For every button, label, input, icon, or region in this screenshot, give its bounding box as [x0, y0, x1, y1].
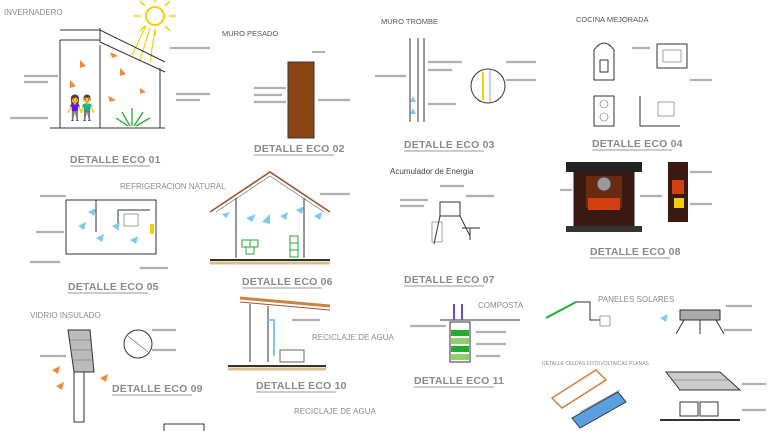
detail-eco11-compost: COMPOSTA DETALLE ECO 11	[410, 301, 524, 388]
compost-layers	[451, 330, 469, 360]
detail-eco06-ventilated-house: DETALLE ECO 06	[209, 171, 350, 289]
detail-eco09-insulated-glass: VIDRIO INSULADO DETALLE ECO 09	[30, 311, 203, 423]
title-eco10: DETALLE ECO 10	[256, 380, 347, 392]
title-eco11: DETALLE ECO 11	[414, 375, 504, 387]
label-invernadero: INVERNADERO	[4, 8, 63, 17]
solar-panels-detail: PANELES SOLARES DETALLE CELDAS FOTOVOLTA…	[542, 295, 766, 429]
title-eco04: DETALLE ECO 04	[592, 138, 683, 150]
title-eco03: DETALLE ECO 03	[404, 139, 495, 151]
label-refrigeracion-natural: REFRIGERACION NATURAL	[120, 182, 226, 191]
warm-air-arrows	[70, 52, 146, 102]
detail-eco04-improved-stove: COCINA MEJORADA DETALLE ECO 04	[576, 15, 712, 151]
title-eco02: DETALLE ECO 02	[254, 143, 345, 155]
label-muro-pesado: MURO PESADO	[222, 29, 278, 38]
person-icon: 👫	[66, 94, 96, 122]
detail-eco01-greenhouse: INVERNADERO 👫	[4, 0, 210, 167]
warm-air-arrows-09	[52, 366, 108, 390]
wood-wall	[287, 61, 315, 139]
title-eco09: DETALLE ECO 09	[112, 383, 203, 395]
title-eco06: DETALLE ECO 06	[242, 276, 333, 288]
detail-eco02-heavy-wall: MURO PESADO DETALLE ECO 02	[222, 29, 350, 156]
title-eco05: DETALLE ECO 05	[68, 281, 159, 293]
detail-eco10-water-recycling: RECICLAJE DE AGUA DETALLE ECO 10 RECICLA…	[163, 296, 394, 431]
label-muro-trombe: MURO TROMBE	[381, 17, 438, 26]
label-cocina-mejorada: COCINA MEJORADA	[576, 15, 649, 24]
label-paneles-solares: PANELES SOLARES	[598, 295, 674, 304]
detail-eco03-trombe-wall: MURO TROMBE DETALLE ECO 03	[375, 17, 536, 152]
label-composta: COMPOSTA	[478, 301, 524, 310]
label-detalle-celdas: DETALLE CELDAS FOTOVOLTAICAS PLANAS	[542, 361, 650, 367]
detail-eco07-energy-accumulator: Acumulador de Energia DETALLE ECO 07	[390, 167, 495, 287]
cool-air-arrows	[78, 208, 138, 244]
title-eco08: DETALLE ECO 08	[590, 246, 681, 258]
title-eco01: DETALLE ECO 01	[70, 154, 161, 166]
sun-icon	[131, 0, 176, 63]
detail-eco05-natural-cooling: REFRIGERACION NATURAL DETALLE ECO 05	[30, 182, 226, 294]
label-reciclaje-agua: RECICLAJE DE AGUA	[312, 333, 394, 342]
detail-eco08-oven: DETALLE ECO 08	[560, 162, 712, 259]
bricks	[241, 235, 299, 258]
plant-icon	[115, 108, 151, 127]
label-reciclaje-agua-2: RECICLAJE DE AGUA	[294, 407, 376, 416]
label-acumulador: Acumulador de Energia	[390, 167, 474, 176]
airflow-arrows	[222, 206, 322, 224]
title-eco07: DETALLE ECO 07	[404, 274, 495, 286]
label-vidrio-insulado: VIDRIO INSULADO	[30, 311, 101, 320]
pv-cells	[550, 369, 627, 429]
